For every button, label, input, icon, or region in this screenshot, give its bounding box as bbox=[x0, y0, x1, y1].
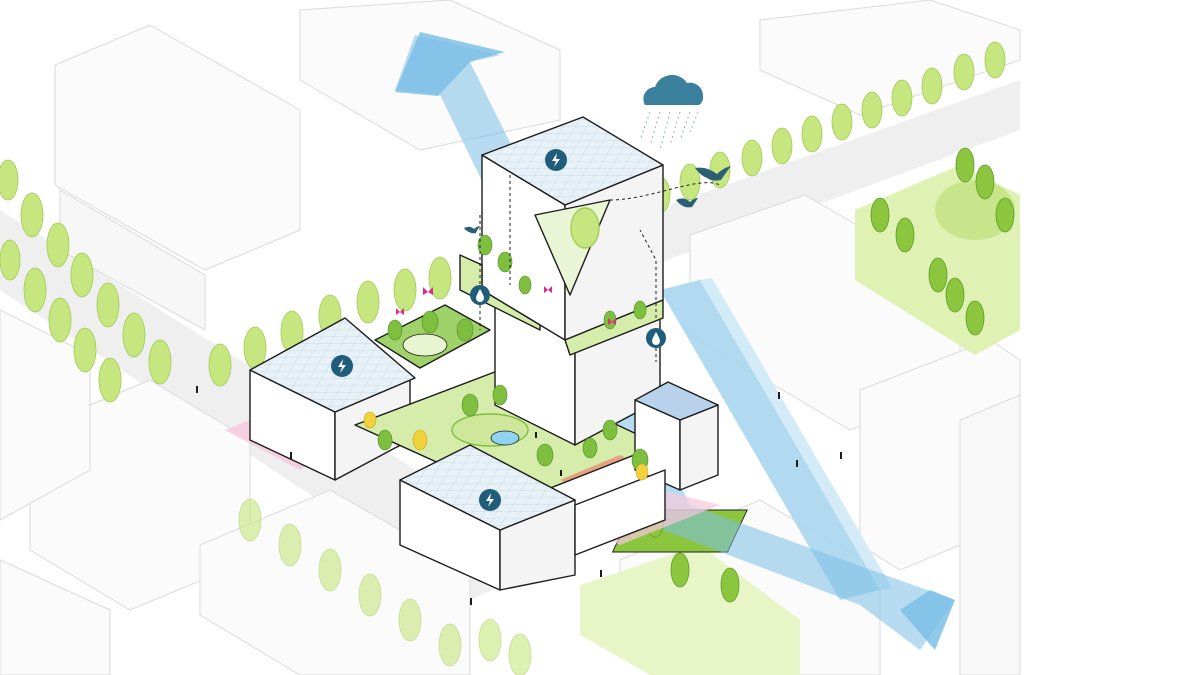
tree-row-south bbox=[238, 498, 532, 675]
right-block-greenhouse bbox=[634, 381, 719, 421]
butterfly-icon bbox=[396, 308, 404, 315]
bird-icon bbox=[676, 198, 698, 208]
tree-park-east bbox=[870, 147, 1015, 336]
atrium-tree bbox=[570, 207, 600, 249]
context-block-far-sw bbox=[0, 559, 111, 675]
rainwater-paths bbox=[479, 175, 721, 362]
butterfly-icon bbox=[423, 287, 433, 295]
terrace-greenery bbox=[363, 234, 649, 481]
terrace-circle bbox=[402, 333, 448, 357]
park-south bbox=[580, 545, 800, 675]
street-trees bbox=[0, 41, 1015, 675]
tree-row-left bbox=[0, 159, 172, 403]
butterfly-icon bbox=[544, 286, 552, 293]
rain-cloud-icon bbox=[639, 74, 704, 151]
wind-arrow-icon bbox=[395, 32, 955, 650]
canal-water bbox=[660, 280, 880, 600]
canal bbox=[660, 278, 892, 600]
park-east-lawn bbox=[935, 180, 1015, 240]
terrace-ring-left bbox=[459, 254, 541, 331]
tree-row-plaza bbox=[208, 256, 452, 387]
people bbox=[196, 386, 842, 605]
tree-row-top bbox=[649, 41, 1006, 214]
context-block-nw bbox=[54, 24, 301, 271]
water-drop-icon bbox=[646, 328, 666, 348]
butterfly-icon bbox=[608, 318, 616, 325]
front-right-volume bbox=[574, 469, 666, 556]
lightning-bolt-icon bbox=[479, 489, 501, 511]
context-block-ne bbox=[759, 0, 1021, 116]
front-block-roof-pv bbox=[399, 444, 576, 531]
lightning-bolt-icon bbox=[331, 355, 353, 377]
water-drop-icon bbox=[470, 285, 490, 305]
context-block-right-edge bbox=[959, 394, 1021, 675]
lightning-bolt-icon bbox=[545, 149, 567, 171]
bird-icon bbox=[464, 226, 480, 234]
bird-icon bbox=[695, 166, 731, 181]
courtyard-pond-inner bbox=[490, 430, 520, 446]
tower-top-roof-pv bbox=[481, 116, 664, 206]
road-top-right bbox=[600, 80, 1020, 270]
canal-bank bbox=[700, 278, 892, 590]
